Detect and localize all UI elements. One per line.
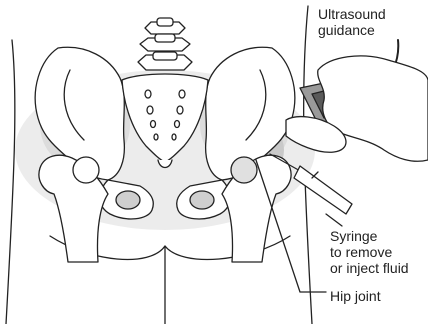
right-obturator bbox=[190, 191, 214, 209]
right-femoral-head bbox=[231, 157, 257, 183]
syringe-leader bbox=[326, 214, 342, 226]
syringe-label-line-2: to remove bbox=[330, 244, 409, 260]
ultrasound-label-line-1: Ultrasound bbox=[318, 6, 386, 22]
syringe-label: Syringe to remove or inject fluid bbox=[330, 228, 409, 276]
syringe-label-line-1: Syringe bbox=[330, 228, 409, 244]
left-femoral-head bbox=[73, 157, 99, 183]
lumbar-spine bbox=[138, 18, 192, 70]
ultrasound-guidance-label: Ultrasound guidance bbox=[318, 6, 386, 38]
left-obturator bbox=[116, 191, 140, 209]
syringe-label-line-3: or inject fluid bbox=[330, 260, 409, 276]
hip-joint-label: Hip joint bbox=[330, 288, 381, 304]
ultrasound-label-line-2: guidance bbox=[318, 22, 386, 38]
